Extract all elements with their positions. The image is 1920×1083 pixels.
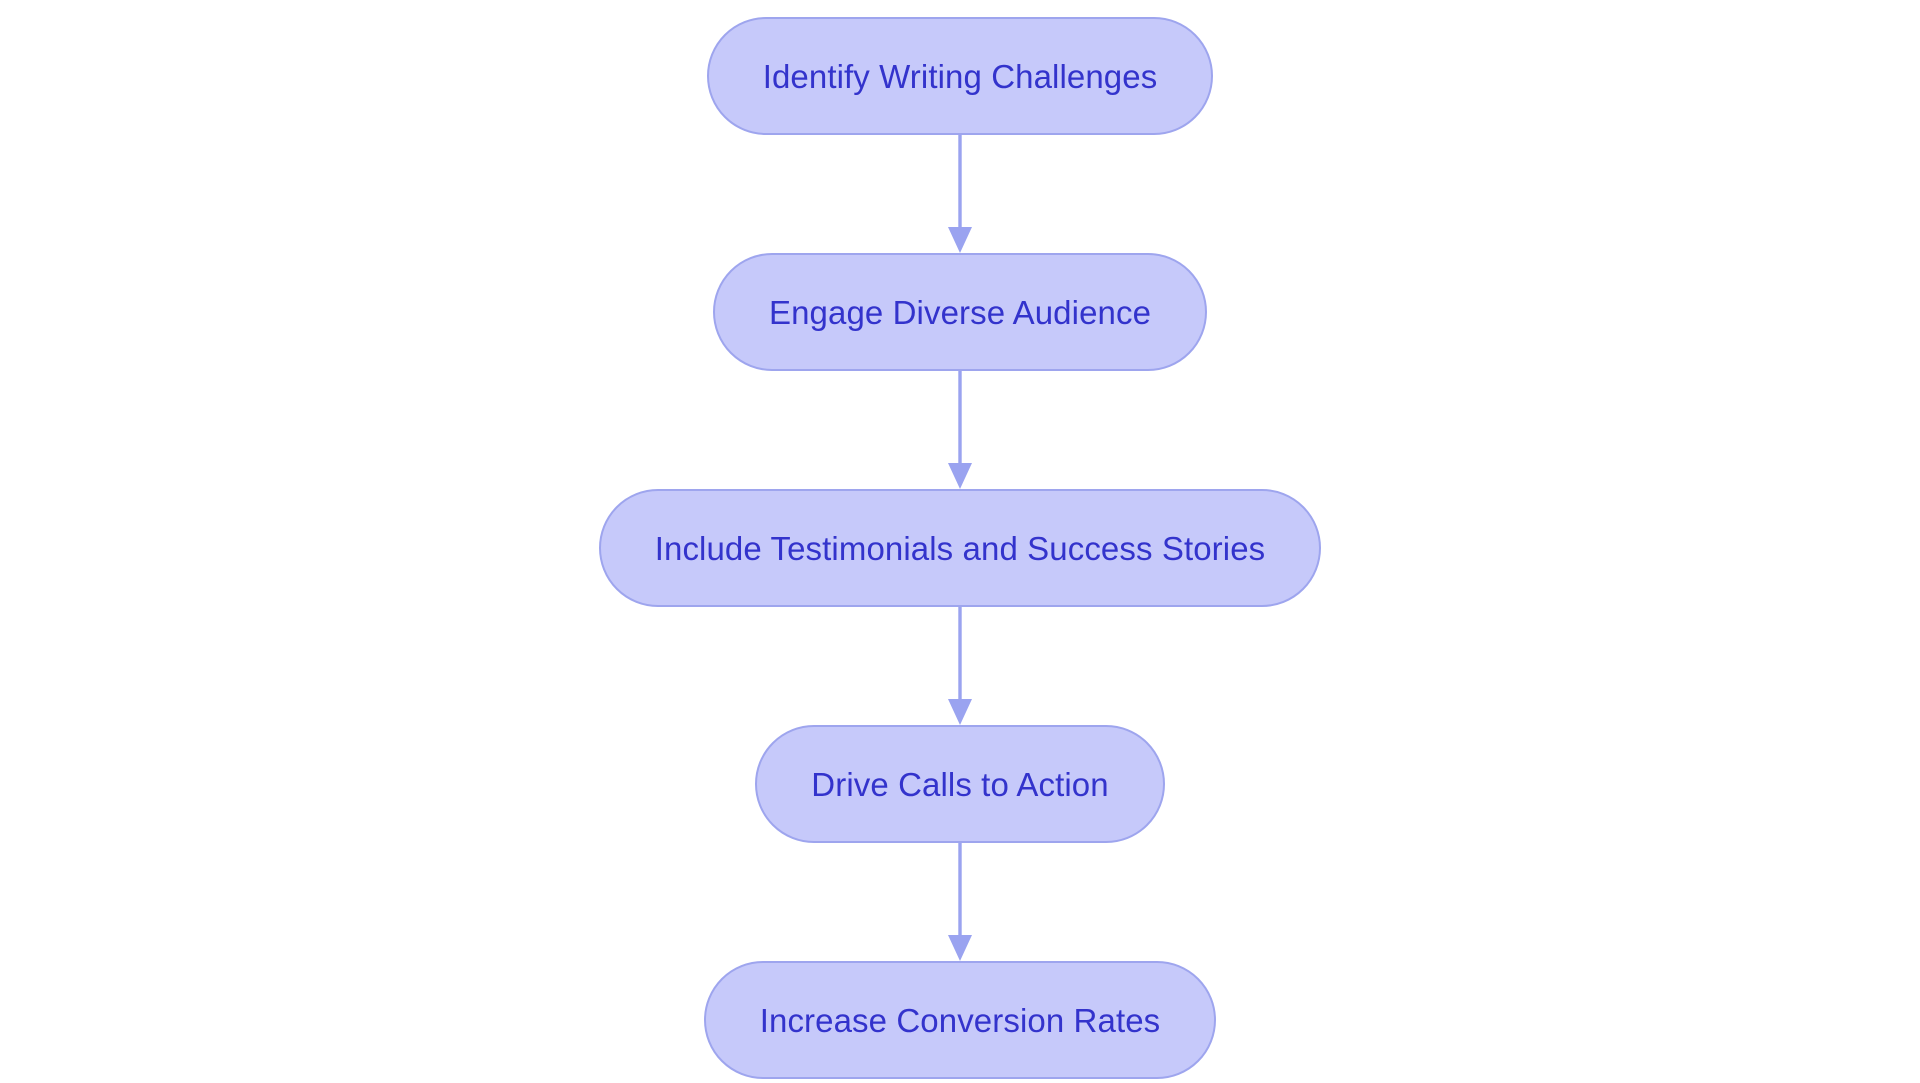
flow-node-identify-writing-challenges[interactable]: Identify Writing Challenges — [706, 17, 1214, 135]
flow-arrow-connector-1 — [948, 135, 972, 253]
flow-node-label: Increase Conversion Rates — [759, 1001, 1161, 1039]
flow-node-label: Include Testimonials and Success Stories — [654, 529, 1266, 567]
flow-arrow-connector-2 — [948, 371, 972, 489]
flow-node-engage-diverse-audience[interactable]: Engage Diverse Audience — [712, 253, 1208, 371]
flow-node-label: Engage Diverse Audience — [768, 293, 1152, 331]
flow-node-label: Identify Writing Challenges — [762, 57, 1158, 95]
arrowhead-down-icon — [948, 463, 972, 489]
flow-node-increase-conversion-rates[interactable]: Increase Conversion Rates — [703, 961, 1217, 1079]
flow-node-label: Drive Calls to Action — [811, 765, 1109, 803]
flow-node-include-testimonials-and-success-stories[interactable]: Include Testimonials and Success Stories — [598, 489, 1322, 607]
arrowhead-down-icon — [948, 227, 972, 253]
flow-arrow-connector-3 — [948, 607, 972, 725]
flow-node-drive-calls-to-action[interactable]: Drive Calls to Action — [755, 725, 1165, 843]
flow-arrow-connector-4 — [948, 843, 972, 961]
arrowhead-down-icon — [948, 699, 972, 725]
arrowhead-down-icon — [948, 935, 972, 961]
